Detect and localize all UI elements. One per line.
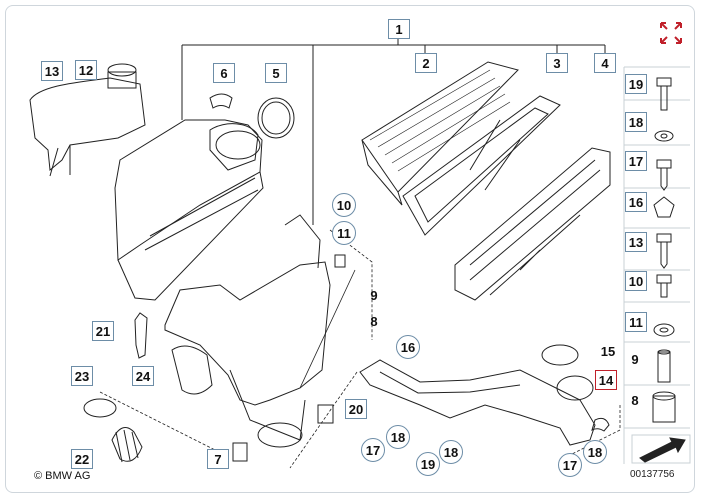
callout-11[interactable]: 11 <box>625 312 647 332</box>
filter-element-4 <box>454 147 611 301</box>
coolant-reservoir <box>29 63 146 177</box>
hose-22 <box>83 398 143 463</box>
callout-2[interactable]: 2 <box>415 53 437 73</box>
fastener-column <box>623 66 690 464</box>
grommet-20 <box>317 404 334 424</box>
copyright-text: © BMW AG <box>34 470 91 482</box>
callout-15[interactable]: 15 <box>600 343 616 359</box>
expand-arrows-icon[interactable] <box>658 20 684 46</box>
diagram-part-number: 00137756 <box>630 469 675 480</box>
callout-13[interactable]: 13 <box>625 232 647 252</box>
callout-11[interactable]: 11 <box>332 221 356 245</box>
callout-14[interactable]: 14 <box>595 370 617 390</box>
airbox-upper <box>114 119 264 301</box>
clamp-6 <box>209 93 233 109</box>
callout-10[interactable]: 10 <box>625 271 647 291</box>
callout-9[interactable]: 9 <box>370 287 378 303</box>
callout-21[interactable]: 21 <box>92 321 114 341</box>
seal-ring-5 <box>257 97 295 139</box>
sleeve-7 <box>232 442 248 462</box>
callout-16[interactable]: 16 <box>396 335 420 359</box>
callout-13[interactable]: 13 <box>41 61 63 81</box>
hose-clamp-15 <box>541 344 579 366</box>
callout-3[interactable]: 3 <box>546 53 568 73</box>
callout-12[interactable]: 12 <box>75 60 97 80</box>
callout-24[interactable]: 24 <box>132 366 154 386</box>
callout-1[interactable]: 1 <box>388 19 410 39</box>
leader-lines-1 <box>181 38 606 225</box>
callout-7[interactable]: 7 <box>207 449 229 469</box>
clamp-23 <box>83 398 117 418</box>
callout-6[interactable]: 6 <box>213 63 235 83</box>
orientation-arrow-icon <box>631 434 691 464</box>
air-filter-2 <box>361 61 519 206</box>
callout-20[interactable]: 20 <box>345 399 367 419</box>
callout-18[interactable]: 18 <box>439 440 463 464</box>
callout-19[interactable]: 19 <box>625 74 647 94</box>
filter-frame-3 <box>402 95 561 236</box>
airbox-lower <box>164 214 356 448</box>
callout-23[interactable]: 23 <box>71 366 93 386</box>
callout-18[interactable]: 18 <box>583 440 607 464</box>
callout-8[interactable]: 8 <box>370 313 378 329</box>
callout-17[interactable]: 17 <box>558 453 582 477</box>
callout-16[interactable]: 16 <box>625 192 647 212</box>
callout-8[interactable]: 8 <box>631 392 639 408</box>
bracket-21 <box>134 312 148 359</box>
fastener-icons <box>652 77 676 423</box>
callout-17[interactable]: 17 <box>361 438 385 462</box>
callout-18[interactable]: 18 <box>625 112 647 132</box>
callout-5[interactable]: 5 <box>265 63 287 83</box>
callout-22[interactable]: 22 <box>71 449 93 469</box>
callout-9[interactable]: 9 <box>631 351 639 367</box>
callout-19[interactable]: 19 <box>416 452 440 476</box>
callout-4[interactable]: 4 <box>594 53 616 73</box>
callout-10[interactable]: 10 <box>332 193 356 217</box>
callout-17[interactable]: 17 <box>625 151 647 171</box>
callout-18[interactable]: 18 <box>386 425 410 449</box>
